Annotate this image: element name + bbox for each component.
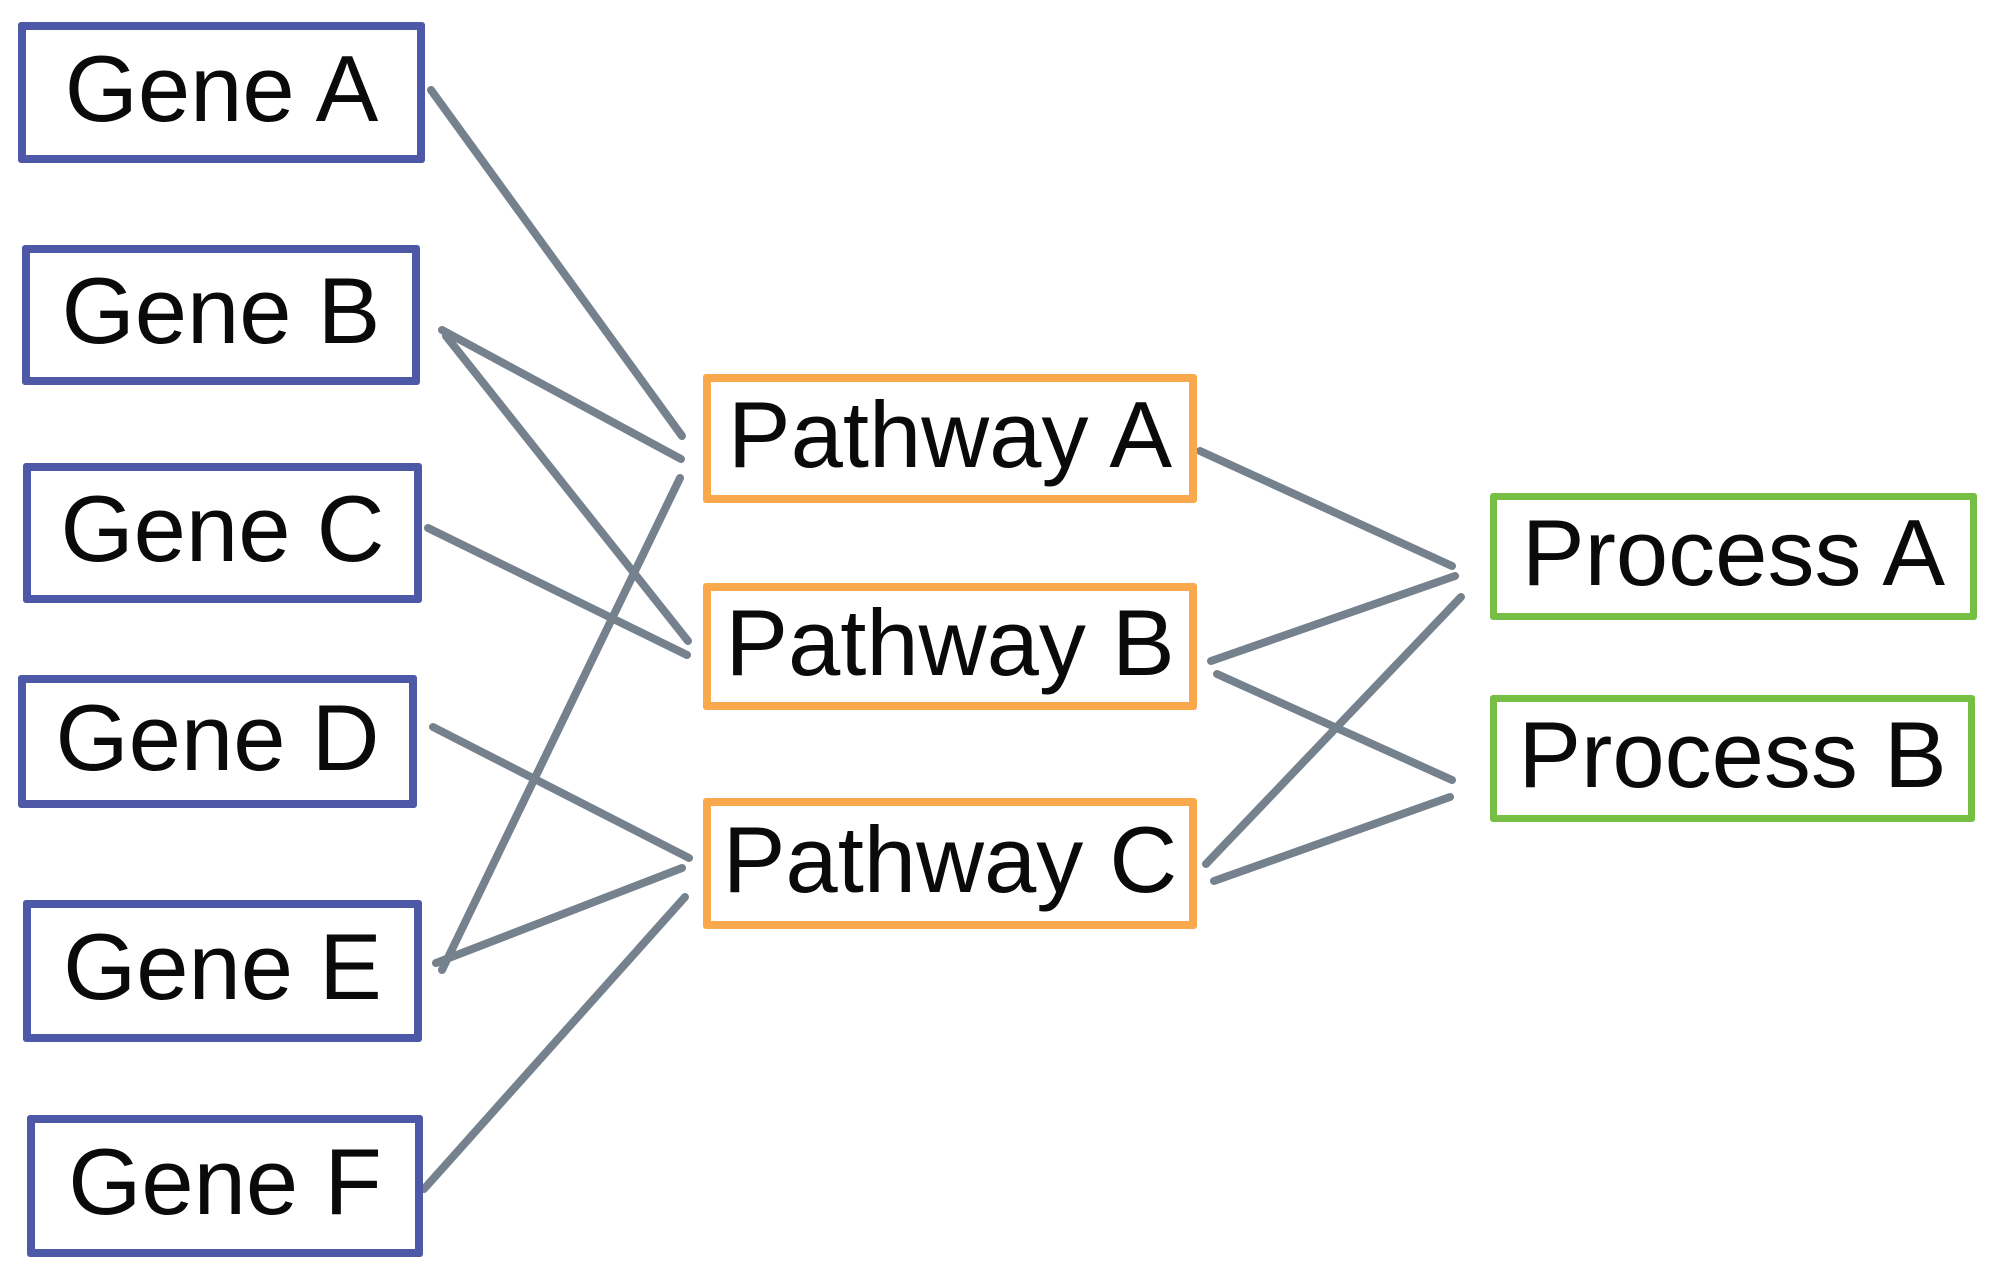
edge-gene-b-pathway-a bbox=[438, 326, 685, 463]
node-label-process-b: Process B bbox=[1518, 701, 1947, 807]
node-gene-d: Gene D bbox=[18, 675, 417, 808]
edge-pathway-c-process-b bbox=[1210, 793, 1454, 885]
edge-pathway-a-process-a bbox=[1196, 447, 1456, 570]
node-pathway-c: Pathway C bbox=[703, 798, 1197, 929]
node-gene-c: Gene C bbox=[23, 463, 422, 603]
node-label-pathway-b: Pathway B bbox=[725, 589, 1175, 695]
node-process-a: Process A bbox=[1490, 493, 1977, 620]
node-label-pathway-a: Pathway A bbox=[727, 381, 1173, 487]
node-pathway-b: Pathway B bbox=[703, 583, 1197, 710]
node-label-gene-f: Gene F bbox=[68, 1129, 382, 1234]
edge-gene-e-pathway-a bbox=[438, 474, 684, 974]
node-pathway-a: Pathway A bbox=[703, 374, 1197, 503]
node-gene-e: Gene E bbox=[23, 900, 422, 1042]
node-gene-b: Gene B bbox=[22, 245, 420, 385]
node-label-process-a: Process A bbox=[1521, 499, 1946, 605]
node-label-gene-c: Gene C bbox=[60, 476, 385, 581]
node-label-gene-a: Gene A bbox=[64, 35, 379, 141]
node-label-pathway-c: Pathway C bbox=[722, 806, 1178, 912]
edge-gene-f-pathway-c bbox=[420, 893, 689, 1193]
edge-gene-c-pathway-b bbox=[424, 524, 691, 659]
edge-gene-b-pathway-b bbox=[442, 332, 692, 645]
node-label-gene-d: Gene D bbox=[55, 684, 380, 790]
edge-gene-e-pathway-c bbox=[432, 864, 686, 967]
node-gene-a: Gene A bbox=[18, 22, 425, 163]
node-label-gene-e: Gene E bbox=[63, 914, 382, 1019]
node-process-b: Process B bbox=[1490, 695, 1975, 822]
node-label-gene-b: Gene B bbox=[61, 258, 381, 363]
edge-pathway-b-process-a bbox=[1207, 572, 1459, 665]
edge-gene-d-pathway-c bbox=[429, 723, 693, 862]
edge-pathway-c-process-a bbox=[1202, 593, 1465, 868]
edge-gene-a-pathway-a bbox=[427, 86, 686, 440]
node-gene-f: Gene F bbox=[27, 1115, 423, 1257]
